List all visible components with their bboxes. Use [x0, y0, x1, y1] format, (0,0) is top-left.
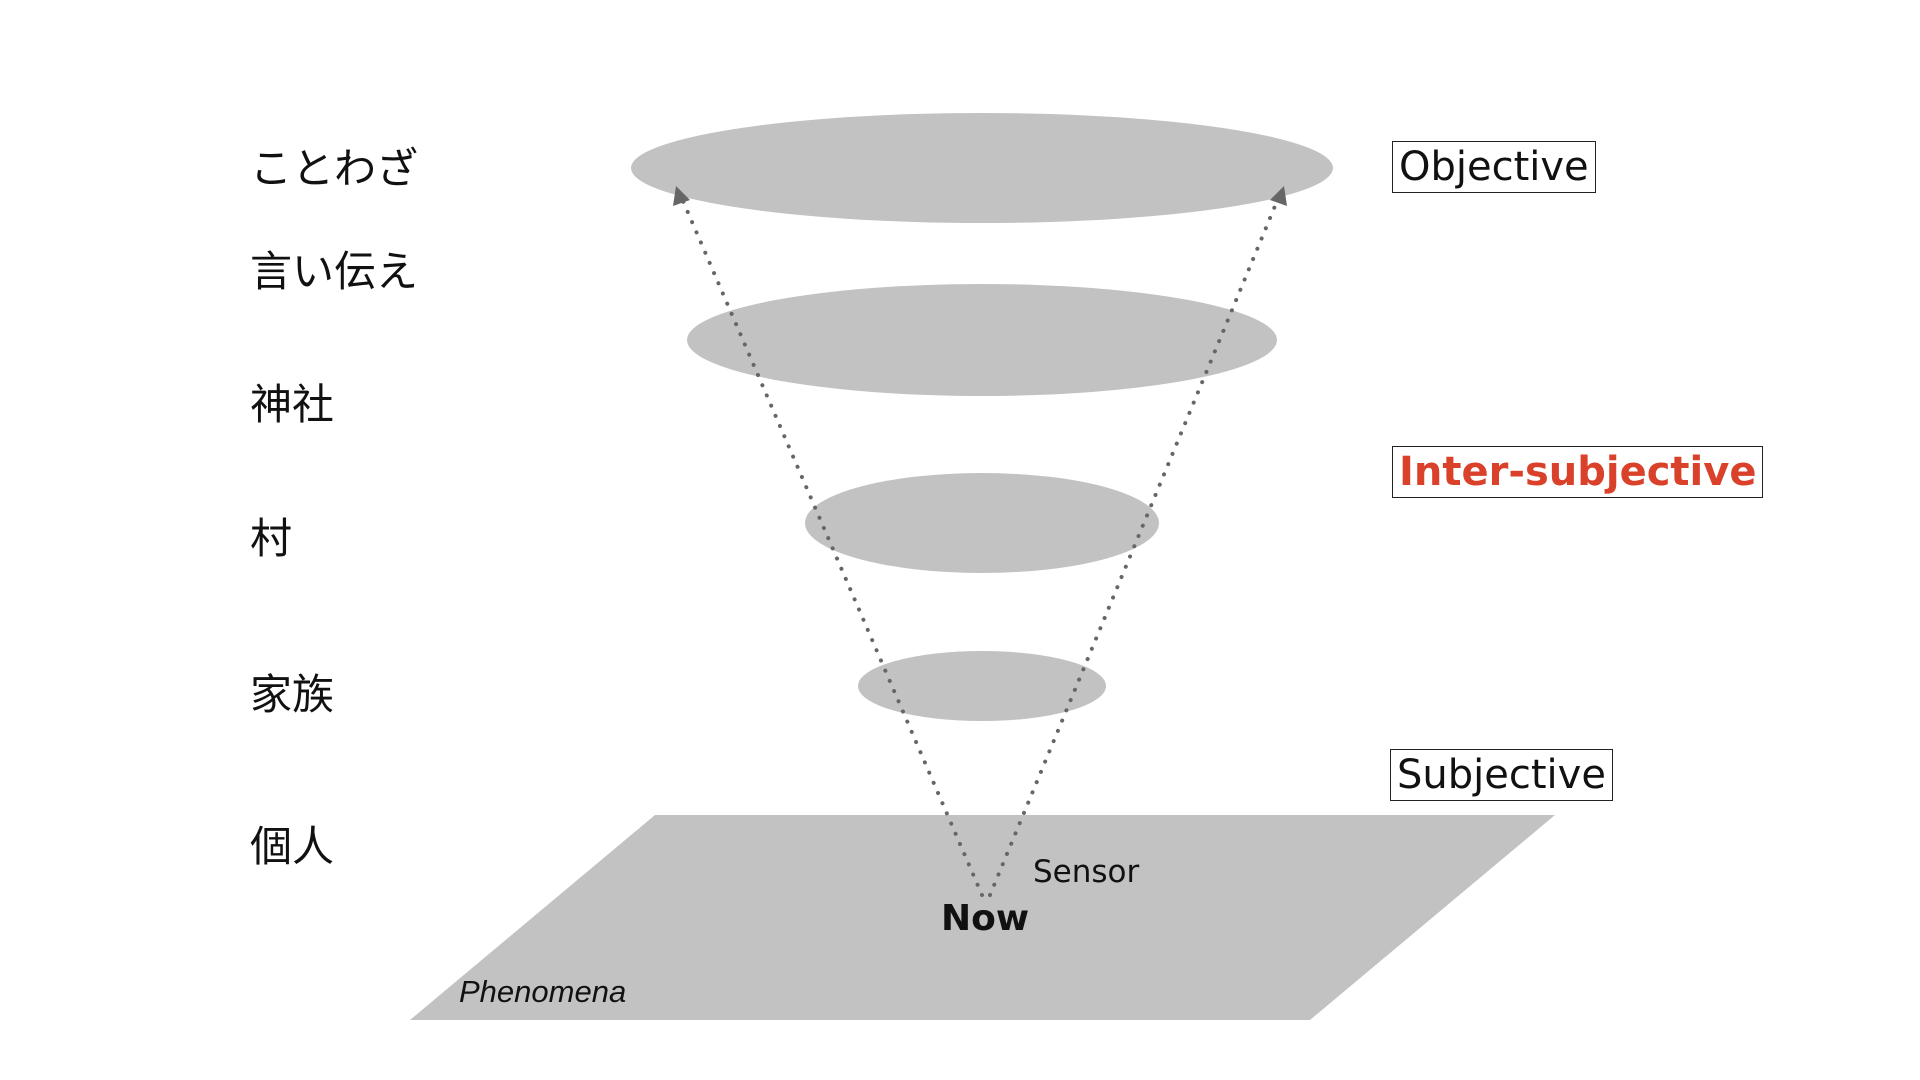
ellipse-legend [687, 284, 1277, 396]
level-label-legend: 言い伝え [250, 247, 419, 296]
dotted-arrow-right [988, 192, 1282, 897]
level-label-family: 家族 [250, 670, 335, 719]
scale-label-objective: Objective [1392, 141, 1596, 193]
phenomena-plane [410, 815, 1555, 1020]
level-label-proverb: ことわざ [250, 144, 419, 193]
level-label-village: 村 [250, 514, 293, 563]
ellipse-village [805, 473, 1159, 573]
level-label-shrine: 神社 [250, 380, 335, 429]
phenomena-label: Phenomena [459, 974, 627, 1009]
arrowhead-left-icon [673, 186, 690, 206]
level-label-individual: 個人 [250, 822, 335, 871]
scale-label-subjective: Subjective [1390, 749, 1613, 801]
sensor-label: Sensor [1033, 854, 1140, 890]
ellipse-proverb [631, 113, 1333, 223]
ellipse-family [858, 651, 1106, 721]
scale-label-inter-subjective: Inter-subjective [1392, 446, 1764, 498]
now-label: Now [941, 898, 1030, 939]
arrowhead-right-icon [1270, 186, 1287, 206]
